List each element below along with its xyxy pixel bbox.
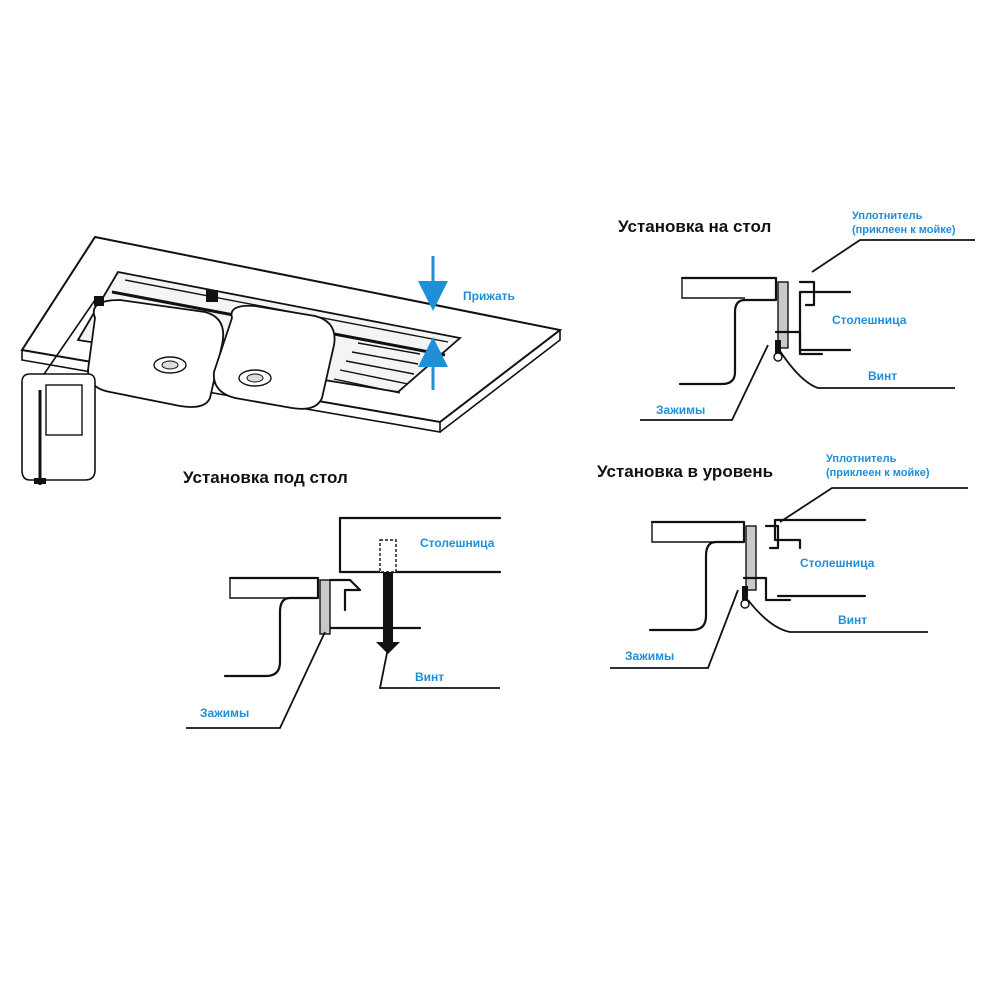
screw bbox=[383, 572, 393, 642]
flush-sealant-label: Уплотнитель bbox=[826, 453, 897, 465]
rim-clamp bbox=[206, 290, 218, 302]
install-on-table-diagram: Установка на стол Уплотнитель (приклеен … bbox=[618, 210, 975, 421]
screw bbox=[742, 586, 748, 600]
on-table-sealant-note: (приклеен к мойке) bbox=[852, 224, 956, 236]
under-table-clamps-label: Зажимы bbox=[200, 706, 249, 720]
flush-countertop-label: Столешница bbox=[800, 556, 875, 570]
screw bbox=[775, 340, 781, 354]
press-label: Прижать bbox=[463, 289, 515, 303]
on-table-title: Установка на стол bbox=[618, 217, 771, 236]
under-table-title: Установка под стол bbox=[183, 468, 348, 487]
flush-clamps-label: Зажимы bbox=[625, 649, 674, 663]
countertop-block bbox=[773, 518, 867, 598]
cabinet-inset bbox=[21, 299, 96, 485]
clamp-plate bbox=[319, 579, 331, 635]
install-flush-diagram: Установка в уровень Уплотнитель (приклее… bbox=[597, 453, 968, 669]
drainboard-grooves bbox=[333, 342, 421, 394]
screw-hidden bbox=[379, 539, 397, 573]
clamp bbox=[742, 576, 792, 602]
clamp-hook bbox=[328, 578, 362, 612]
on-table-clamps-label: Зажимы bbox=[656, 403, 705, 417]
on-table-screw-label: Винт bbox=[868, 369, 897, 383]
sink-profile bbox=[648, 520, 746, 632]
sink-profile bbox=[678, 276, 778, 386]
on-table-sealant-label: Уплотнитель bbox=[852, 210, 923, 222]
clamp bbox=[774, 330, 824, 356]
countertop-block bbox=[798, 290, 852, 352]
flush-title: Установка в уровень bbox=[597, 462, 773, 481]
countertop-block bbox=[338, 516, 502, 574]
sink-bowl-left bbox=[87, 299, 225, 408]
under-table-countertop-label: Столешница bbox=[420, 536, 495, 550]
sink-perspective-illustration: Прижать bbox=[20, 235, 563, 485]
flush-screw-label: Винт bbox=[838, 613, 867, 627]
sink-bowl-right bbox=[212, 304, 336, 410]
flush-sealant-note: (приклеен к мойке) bbox=[826, 467, 930, 479]
sink-profile bbox=[223, 576, 320, 678]
sealant bbox=[745, 525, 757, 591]
sealant bbox=[777, 281, 789, 349]
install-under-table-diagram: Установка под стол Столешница Винт Зажим… bbox=[183, 468, 502, 729]
on-table-countertop-label: Столешница bbox=[832, 313, 907, 327]
under-table-screw-label: Винт bbox=[415, 670, 444, 684]
